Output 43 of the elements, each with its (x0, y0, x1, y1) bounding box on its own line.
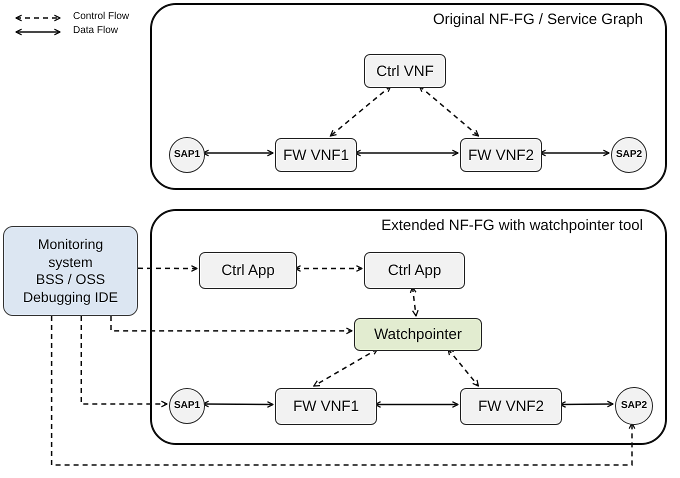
node-label: Debugging IDE (23, 288, 118, 306)
dashed-arrow (313, 348, 378, 387)
node-label: BSS / OSS (36, 271, 106, 288)
endpoint-circle (169, 137, 205, 173)
process-box (460, 138, 542, 172)
legend-label: Data Flow (73, 25, 118, 36)
process-box (460, 388, 562, 425)
node-label: SAP2 (616, 150, 642, 160)
endpoint-circle (169, 388, 205, 424)
process-box (275, 388, 377, 425)
dashed-arrow (50, 316, 636, 466)
group-container (150, 209, 667, 445)
dashed-arrow (447, 348, 480, 387)
node-label: FW VNF1 (283, 146, 349, 164)
external-system-box (3, 226, 138, 316)
process-box (364, 252, 465, 289)
process-box (199, 252, 297, 289)
node-label: Watchpointer (374, 326, 462, 343)
node-label: SAP1 (174, 150, 200, 160)
node-label: SAP1 (174, 401, 200, 411)
node-label: FW VNF2 (478, 398, 544, 415)
dashed-arrow (80, 316, 168, 408)
group-container (150, 3, 667, 190)
group-title: Original NF-FG / Service Graph (432, 11, 643, 28)
endpoint-circle (615, 387, 653, 425)
highlighted-box (354, 318, 482, 351)
group-title: Extended NF-FG with watchpointer tool (381, 217, 643, 234)
dashed-arrow (110, 316, 353, 334)
node-label: Ctrl VNF (376, 62, 434, 80)
node-label: Ctrl App (221, 262, 275, 279)
node-label: Monitoring system (36, 236, 104, 271)
dashed-arrow (410, 286, 419, 317)
node-label: Ctrl App (388, 262, 442, 279)
dashed-arrow (138, 265, 198, 272)
node-label: FW VNF2 (468, 146, 534, 164)
dashed-arrow (330, 85, 392, 137)
dashed-arrow (418, 85, 480, 137)
endpoint-circle (611, 137, 647, 173)
process-box (364, 54, 446, 88)
process-box (275, 138, 357, 172)
node-label: SAP2 (620, 401, 648, 411)
legend-label: Control Flow (73, 11, 130, 22)
node-label: FW VNF1 (293, 398, 359, 415)
